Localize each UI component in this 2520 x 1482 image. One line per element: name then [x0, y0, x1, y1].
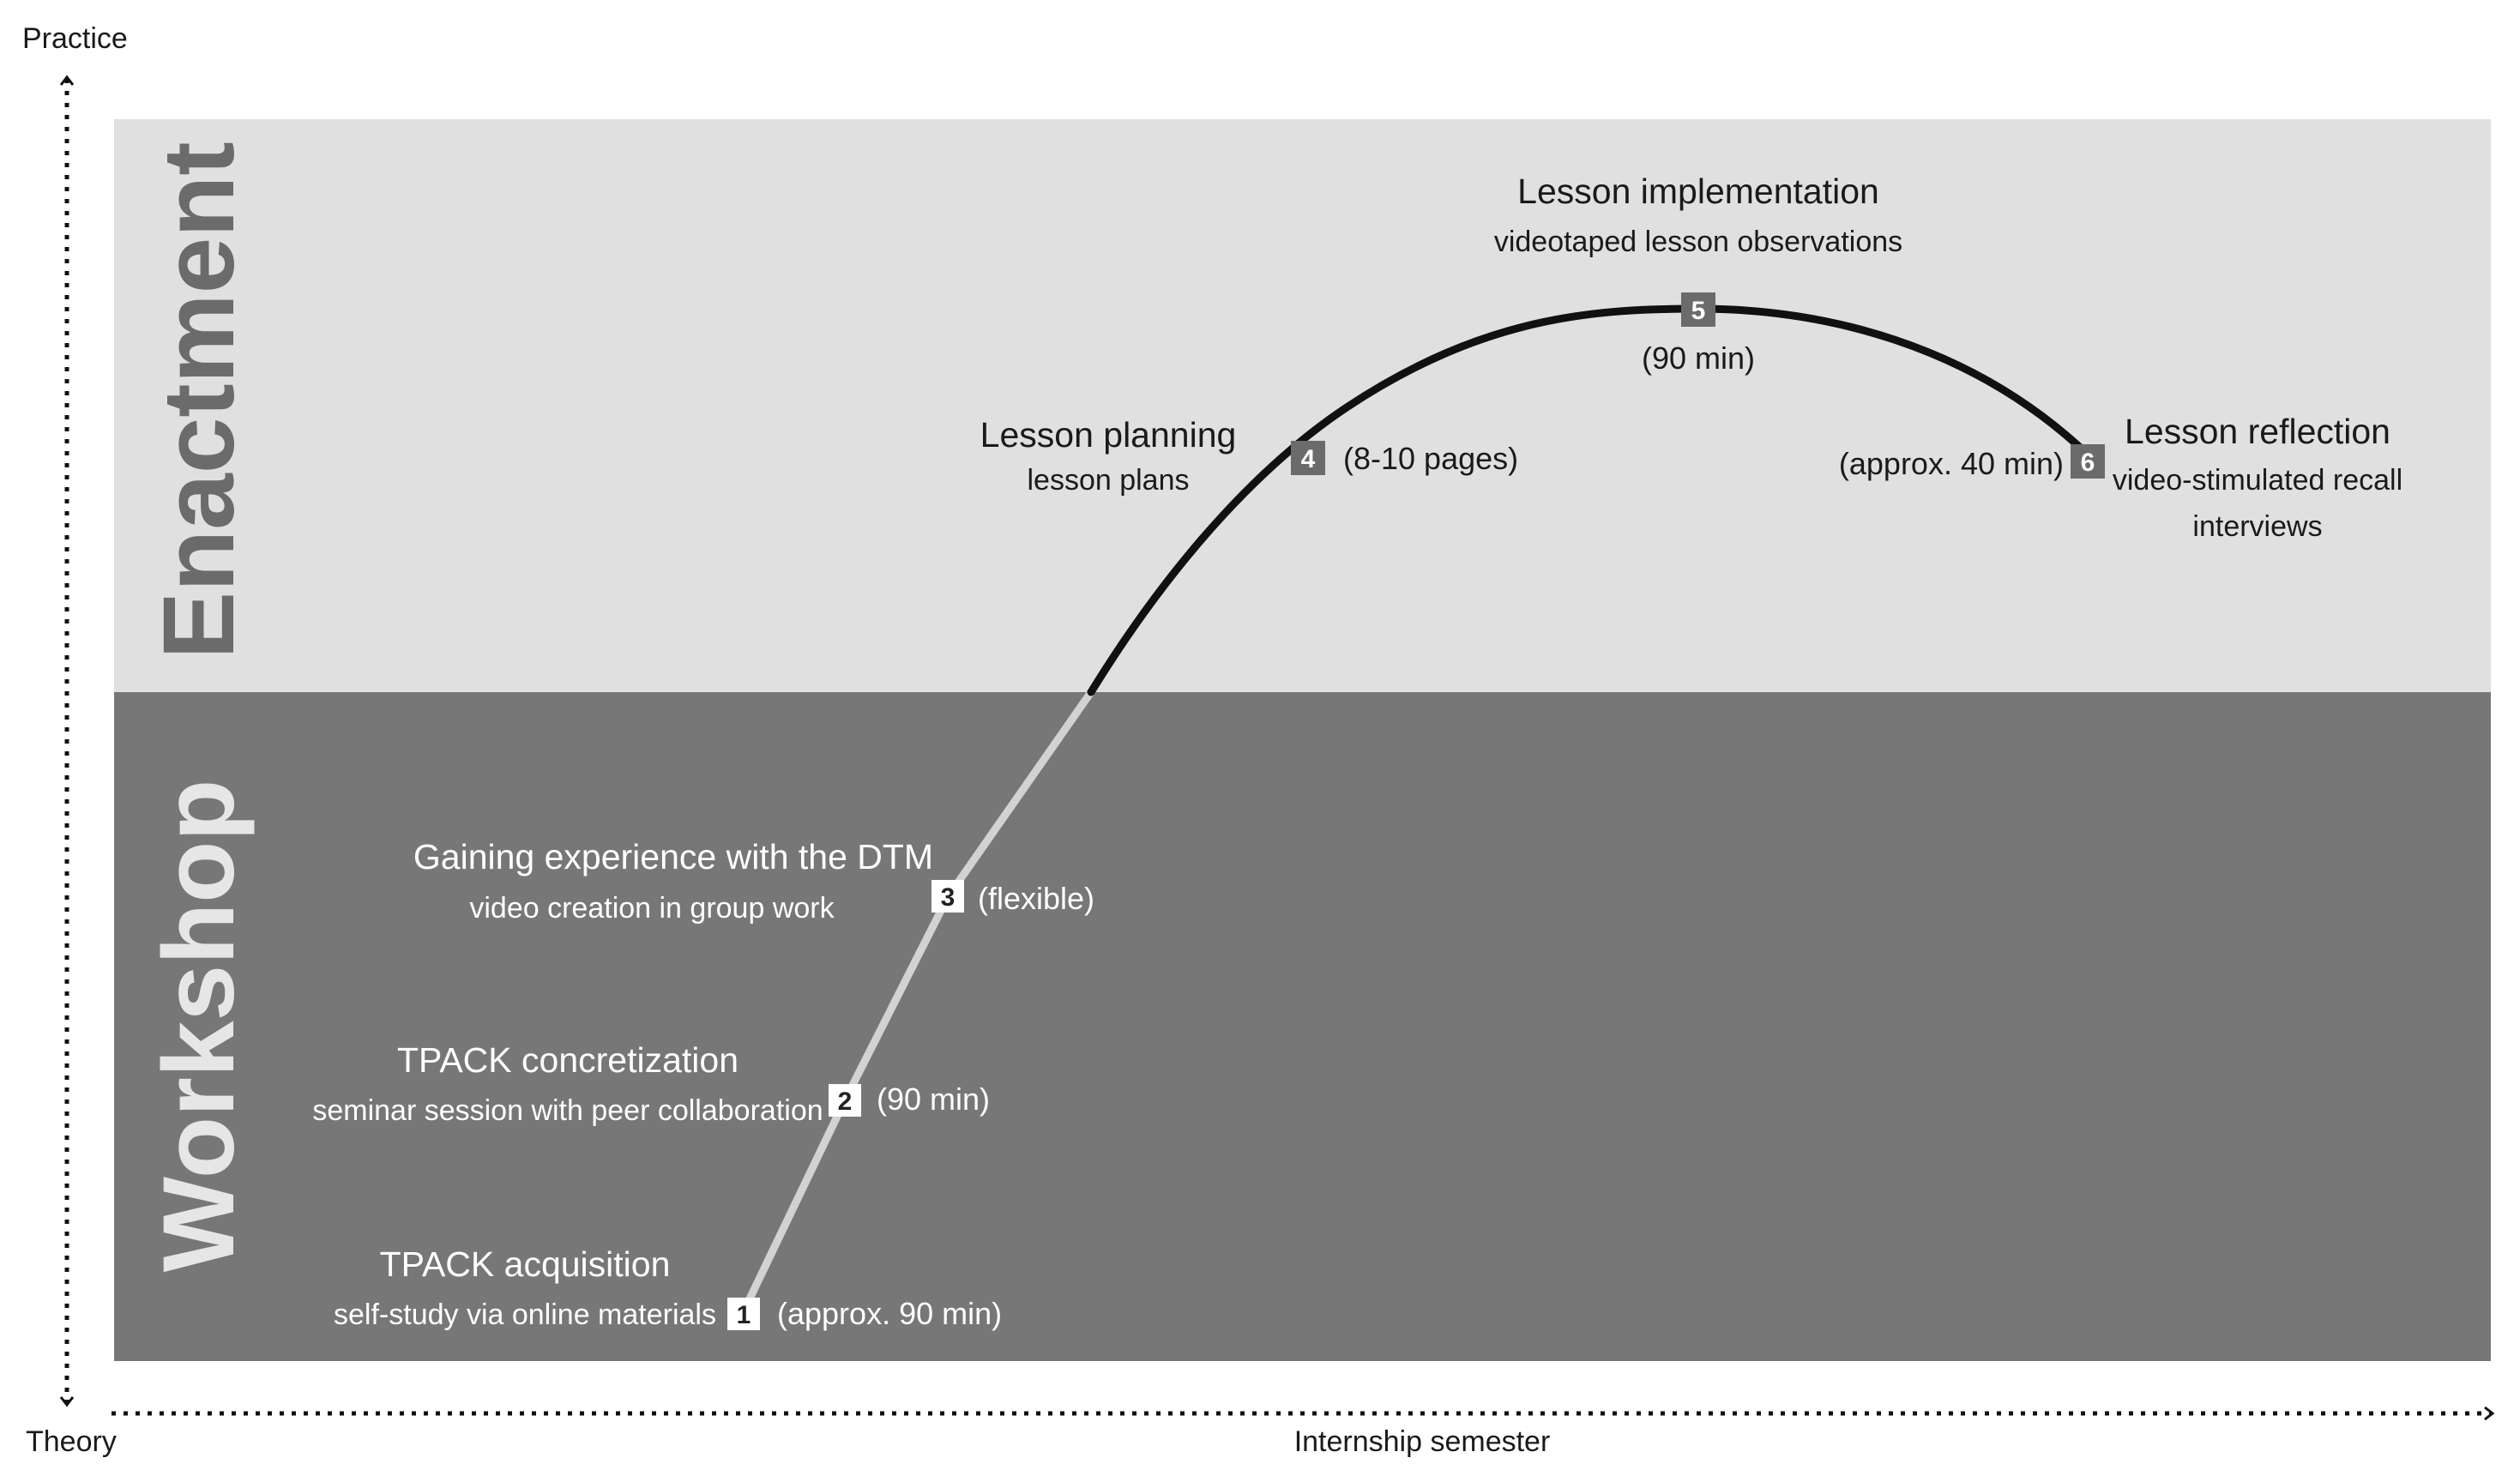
axis-label-internship-semester: Internship semester — [1294, 1425, 1551, 1458]
step-2-badge — [829, 1084, 861, 1117]
step-2: TPACK concretization seminar session wit… — [312, 1040, 990, 1127]
step-1: TPACK acquisition self-study via online … — [334, 1244, 1002, 1331]
axis-label-practice: Practice — [22, 22, 128, 55]
step-2-number: 2 — [838, 1087, 853, 1116]
step-6-subtitle-line2: interviews — [2192, 510, 2322, 543]
step-5-number: 5 — [1691, 297, 1706, 325]
step-5-duration: (90 min) — [1642, 340, 1755, 376]
step-1-badge — [727, 1298, 760, 1330]
step-6-badge — [2071, 444, 2105, 479]
step-2-duration: (90 min) — [877, 1081, 990, 1117]
axis-label-theory: Theory — [26, 1425, 117, 1458]
step-3-badge — [931, 880, 964, 913]
step-1-title: TPACK acquisition — [380, 1244, 671, 1284]
step-3-subtitle: video creation in group work — [469, 892, 835, 925]
step-5-badge — [1681, 292, 1715, 327]
enactment-curve-segment — [1087, 304, 2092, 696]
workshop-band — [114, 692, 2491, 1361]
step-4-number: 4 — [1301, 445, 1316, 473]
step-5-subtitle: videotaped lesson observations — [1494, 226, 1902, 258]
step-4-title: Lesson planning — [980, 415, 1237, 455]
step-1-duration: (approx. 90 min) — [777, 1296, 1002, 1331]
step-6: Lesson reflection video-stimulated recal… — [1839, 412, 2402, 543]
step-6-number: 6 — [2081, 449, 2095, 477]
step-3-number: 3 — [941, 883, 956, 912]
step-4-subtitle: lesson plans — [1027, 464, 1189, 497]
step-1-subtitle: self-study via online materials — [334, 1298, 716, 1331]
step-4-duration: (8-10 pages) — [1343, 441, 1518, 476]
workshop-curve-segment — [739, 688, 1095, 1317]
step-2-title: TPACK concretization — [397, 1040, 739, 1080]
step-6-title: Lesson reflection — [2125, 412, 2390, 451]
step-6-duration: (approx. 40 min) — [1839, 446, 2064, 481]
step-6-subtitle: video-stimulated recall — [2113, 464, 2402, 497]
step-5: Lesson implementation videotaped lesson … — [1494, 172, 1902, 376]
step-3-duration: (flexible) — [978, 881, 1094, 916]
step-2-subtitle: seminar session with peer collaboration — [312, 1094, 823, 1127]
step-1-number: 1 — [737, 1301, 751, 1329]
step-5-title: Lesson implementation — [1517, 172, 1879, 211]
enactment-phase-label: Enactment — [142, 142, 256, 659]
step-3: Gaining experience with the DTM video cr… — [413, 837, 1094, 925]
step-3-title: Gaining experience with the DTM — [413, 837, 933, 877]
step-4: Lesson planning lesson plans 4 (8-10 pag… — [980, 415, 1518, 497]
enactment-band — [114, 119, 2491, 692]
step-4-badge — [1291, 441, 1325, 475]
workshop-phase-label: Workshop — [142, 780, 256, 1273]
